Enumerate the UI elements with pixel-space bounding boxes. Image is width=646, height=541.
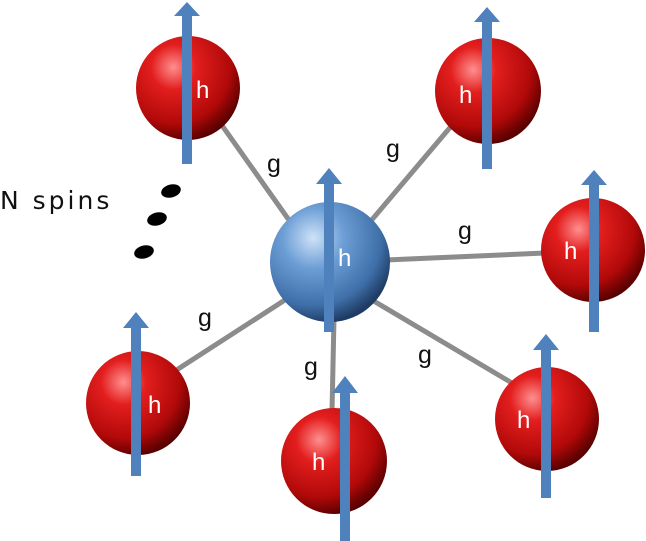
field-label: h: [338, 245, 351, 272]
bath-spin-sphere: [281, 408, 387, 514]
spin-arrow-central: [316, 168, 342, 332]
spin-arrow-bottom-left: [123, 312, 149, 476]
coupling-line-bottom-right: [369, 297, 515, 386]
spin-arrows: [123, 2, 607, 541]
field-label: h: [564, 238, 577, 265]
coupling-line-top-left: [218, 121, 299, 233]
coupling-label-bottom-left: g: [198, 304, 212, 332]
field-label: h: [459, 82, 472, 109]
spin-arrow-right: [581, 170, 607, 332]
coupling-label-bottom-right: g: [418, 341, 432, 369]
coupling-label-bottom: g: [304, 353, 318, 381]
coupling-labels: g g g g g g: [198, 135, 472, 381]
ellipsis-dot: [147, 212, 167, 226]
bath-spin-bottom: h: [281, 408, 387, 514]
coupling-label-top-left: g: [267, 150, 281, 178]
coupling-line-bottom-left: [172, 295, 291, 374]
field-label: h: [196, 77, 209, 104]
ellipsis-dots: [134, 184, 181, 259]
coupling-lines: [172, 121, 548, 415]
spin-count-label: N spins: [0, 186, 113, 215]
coupling-label-right: g: [458, 217, 472, 245]
ellipsis-dot: [161, 184, 181, 198]
spin-arrow-bottom-right: [533, 334, 559, 498]
field-label: h: [517, 407, 530, 434]
coupling-line-bottom: [329, 315, 337, 415]
spin-arrow-bottom: [332, 376, 358, 541]
coupling-label-top-right: g: [386, 135, 400, 163]
field-label: h: [148, 392, 161, 419]
ellipsis-dot: [134, 245, 154, 259]
spin-arrow-top-right: [474, 7, 500, 169]
coupling-line-top-right: [367, 121, 456, 225]
field-label: h: [312, 449, 325, 476]
spin-arrow-top-left: [174, 2, 200, 164]
coupling-line-right: [383, 250, 548, 263]
